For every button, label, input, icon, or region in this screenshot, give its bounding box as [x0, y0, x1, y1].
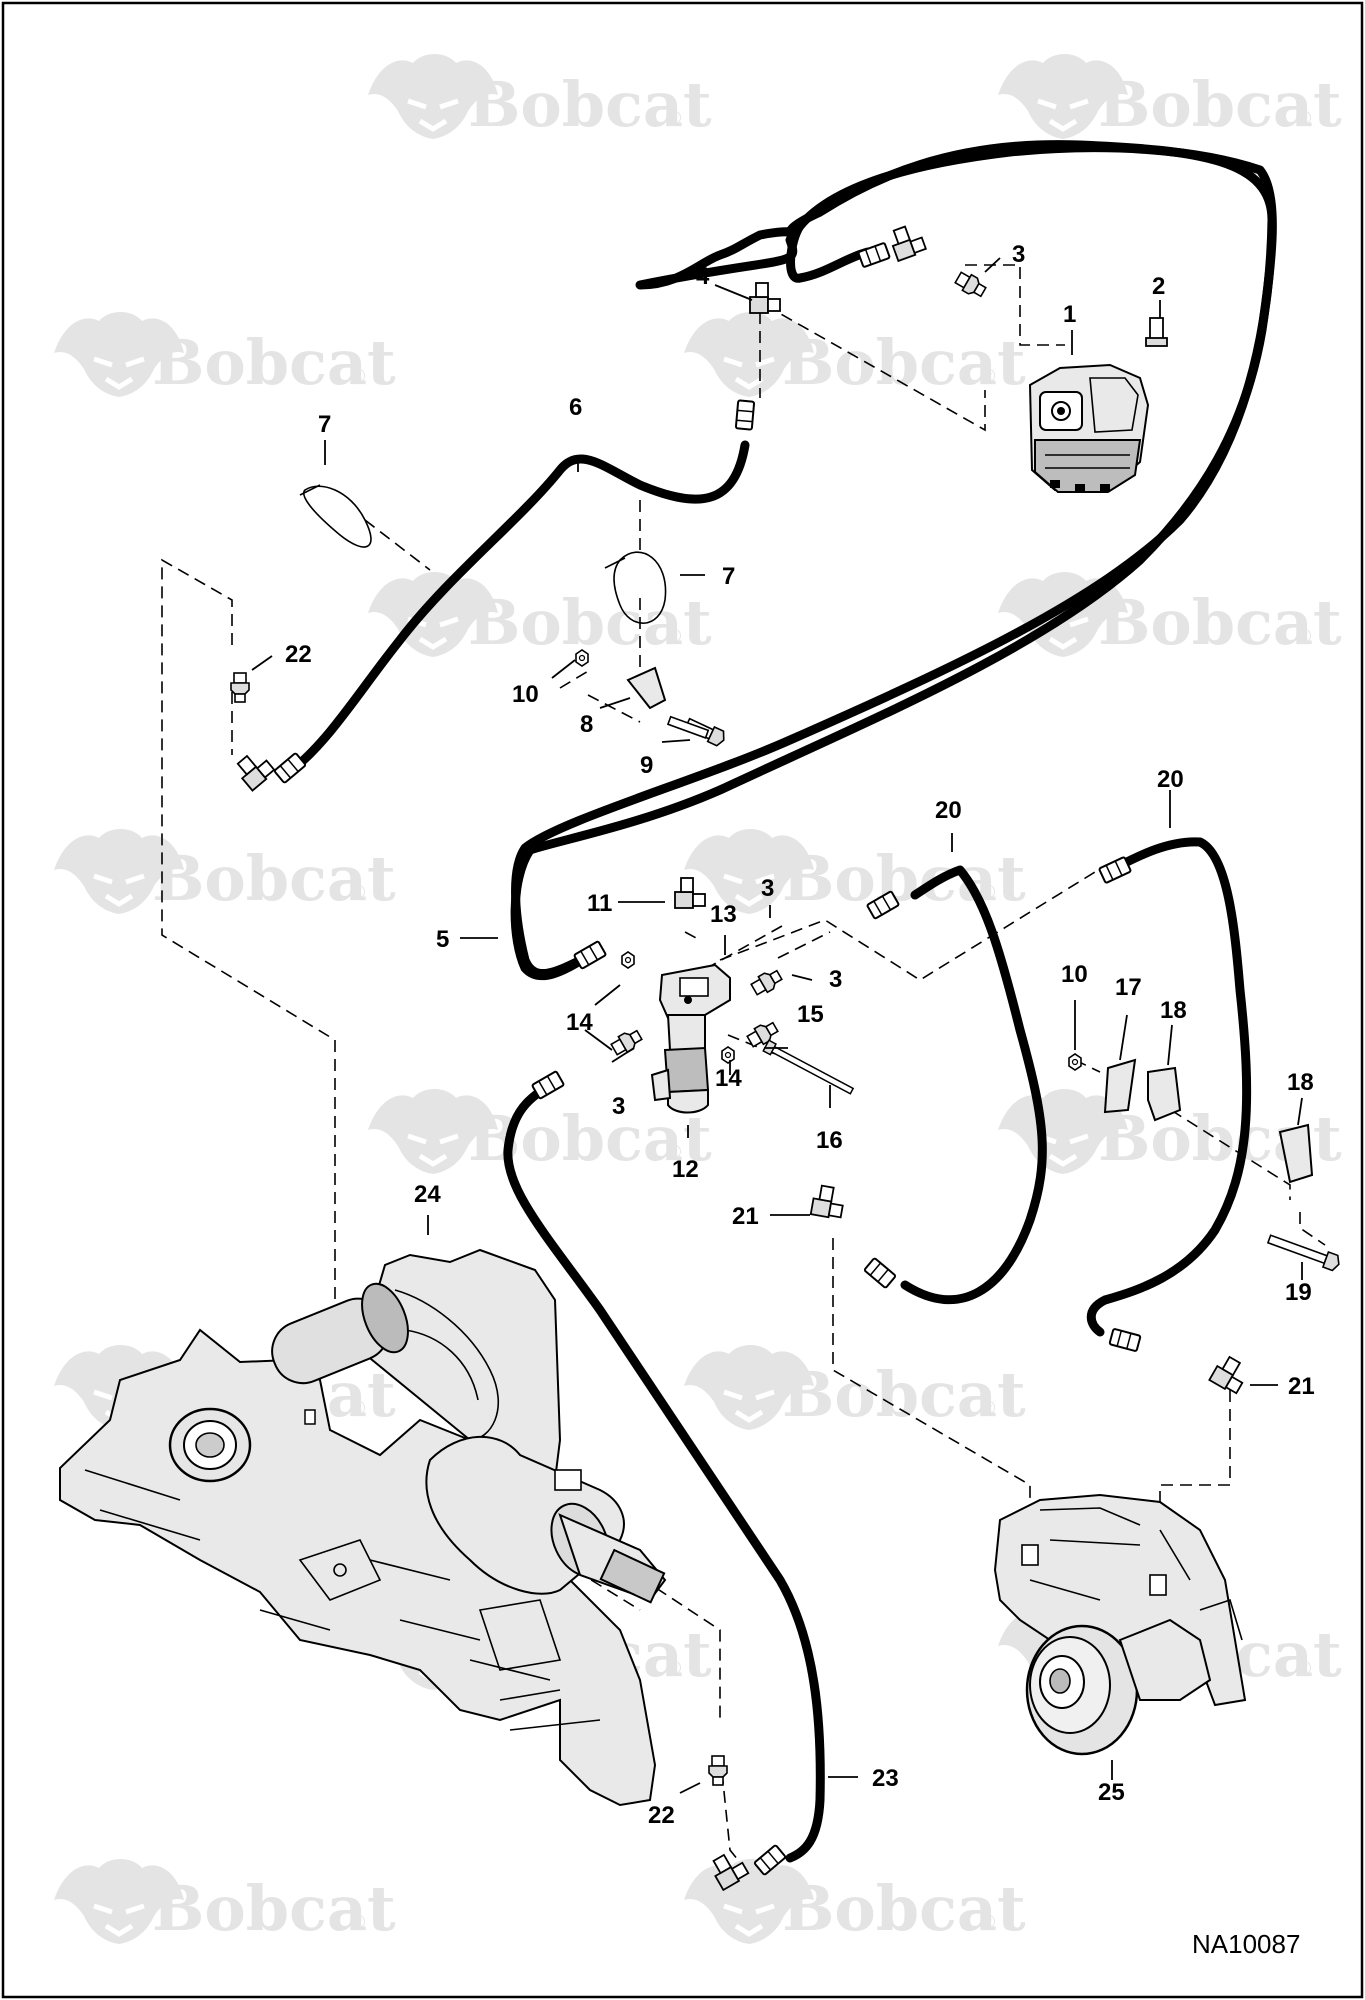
svg-text:®: ® — [352, 1912, 365, 1932]
hose-23 — [503, 1080, 825, 1863]
callout-6: 6 — [569, 394, 582, 421]
hose-clamps — [299, 484, 1314, 1184]
svg-text:®: ® — [352, 366, 365, 386]
callout-14: 14 — [715, 1065, 742, 1092]
leader-lines — [251, 257, 1303, 1794]
callout-1: 1 — [1063, 301, 1076, 328]
callout-9: 9 — [640, 752, 653, 779]
callout-14: 14 — [566, 1009, 593, 1036]
watermark-text: Bobcat — [782, 1872, 1026, 1945]
drawing-code: NA10087 — [1192, 1929, 1300, 1959]
svg-text:®: ® — [352, 1398, 365, 1418]
callout-13: 13 — [710, 901, 737, 928]
drive-housing-left — [59, 1248, 667, 1807]
callout-15: 15 — [797, 1001, 824, 1028]
callout-10: 10 — [512, 681, 539, 708]
callout-7: 7 — [318, 411, 331, 438]
callout-21: 21 — [732, 1203, 759, 1230]
watermark-text: Bobcat — [468, 586, 712, 659]
hose-20-right — [1086, 837, 1252, 1337]
hose-5-upper — [510, 143, 1277, 981]
drive-motor-right — [993, 1493, 1247, 1756]
callout-20: 20 — [1157, 766, 1184, 793]
hoses — [287, 140, 1277, 1863]
callout-23: 23 — [872, 1765, 899, 1792]
callout-3: 3 — [612, 1093, 625, 1120]
callout-3: 3 — [829, 966, 842, 993]
callout-22: 22 — [285, 641, 312, 668]
callout-20: 20 — [935, 797, 962, 824]
watermark-text: Bobcat — [468, 68, 712, 141]
watermark-text: Bobcat — [152, 842, 396, 915]
callout-2: 2 — [1152, 273, 1165, 300]
svg-text:®: ® — [982, 882, 995, 902]
callout-7: 7 — [722, 563, 735, 590]
watermark-text: Bobcat — [152, 1872, 396, 1945]
svg-text:®: ® — [982, 1912, 995, 1932]
svg-text:®: ® — [982, 1398, 995, 1418]
svg-text:®: ® — [982, 366, 995, 386]
watermark-text: Bobcat — [782, 326, 1026, 399]
callout-21: 21 — [1288, 1373, 1315, 1400]
watermark-text: Bobcat — [1098, 68, 1342, 141]
callout-12: 12 — [672, 1156, 699, 1183]
callout-4: 4 — [696, 263, 710, 290]
hose-5 — [511, 140, 1277, 979]
watermark-text: Bobcat — [152, 326, 396, 399]
svg-text:®: ® — [668, 1142, 681, 1162]
callout-10: 10 — [1061, 961, 1088, 988]
callout-16: 16 — [816, 1127, 843, 1154]
callout-24: 24 — [414, 1181, 441, 1208]
svg-text:®: ® — [1298, 626, 1311, 646]
callout-18: 18 — [1287, 1069, 1314, 1096]
callout-3: 3 — [1012, 241, 1025, 268]
callout-5: 5 — [436, 926, 449, 953]
svg-text:®: ® — [352, 882, 365, 902]
svg-text:®: ® — [668, 1658, 681, 1678]
callout-25: 25 — [1098, 1779, 1125, 1806]
callout-labels: 1 2 3 4 6 7 7 22 10 8 9 20 20 5 11 13 3 … — [285, 241, 1315, 1829]
watermark-text: Bobcat — [1098, 586, 1342, 659]
watermark-text: Bobcat — [782, 1358, 1026, 1431]
hose-20-middle — [900, 865, 1047, 1305]
svg-text:®: ® — [1298, 1658, 1311, 1678]
callout-3: 3 — [761, 875, 774, 902]
valve-assembly — [650, 963, 731, 1114]
svg-text:®: ® — [1298, 108, 1311, 128]
callout-17: 17 — [1115, 974, 1142, 1001]
watermark-text: Bobcat — [782, 842, 1026, 915]
hose-6 — [287, 440, 750, 775]
callout-22: 22 — [648, 1802, 675, 1829]
svg-text:®: ® — [668, 108, 681, 128]
callout-19: 19 — [1285, 1279, 1312, 1306]
callout-18: 18 — [1160, 997, 1187, 1024]
callout-11: 11 — [587, 890, 612, 917]
hydraulic-motor — [1028, 363, 1150, 493]
svg-text:®: ® — [668, 626, 681, 646]
callout-8: 8 — [580, 711, 593, 738]
